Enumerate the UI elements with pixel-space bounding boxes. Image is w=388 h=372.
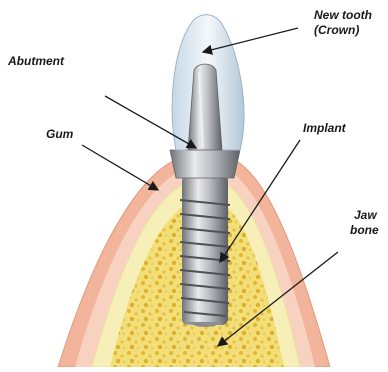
- label-implant: Implant: [303, 121, 346, 136]
- label-new-tooth-line1: New tooth: [314, 8, 372, 23]
- label-abutment: Abutment: [8, 54, 64, 69]
- label-new-tooth: New tooth (Crown): [314, 8, 372, 38]
- arrow-icon: [82, 145, 158, 190]
- label-new-tooth-line2: (Crown): [314, 23, 372, 38]
- abutment: [188, 64, 222, 150]
- implant-screw: [180, 175, 230, 327]
- label-jaw-line2: bone: [350, 223, 379, 238]
- label-jaw-bone: Jaw bone: [350, 208, 379, 238]
- label-gum: Gum: [46, 127, 73, 142]
- implant-collar: [170, 150, 240, 178]
- label-jaw-line1: Jaw: [350, 208, 379, 223]
